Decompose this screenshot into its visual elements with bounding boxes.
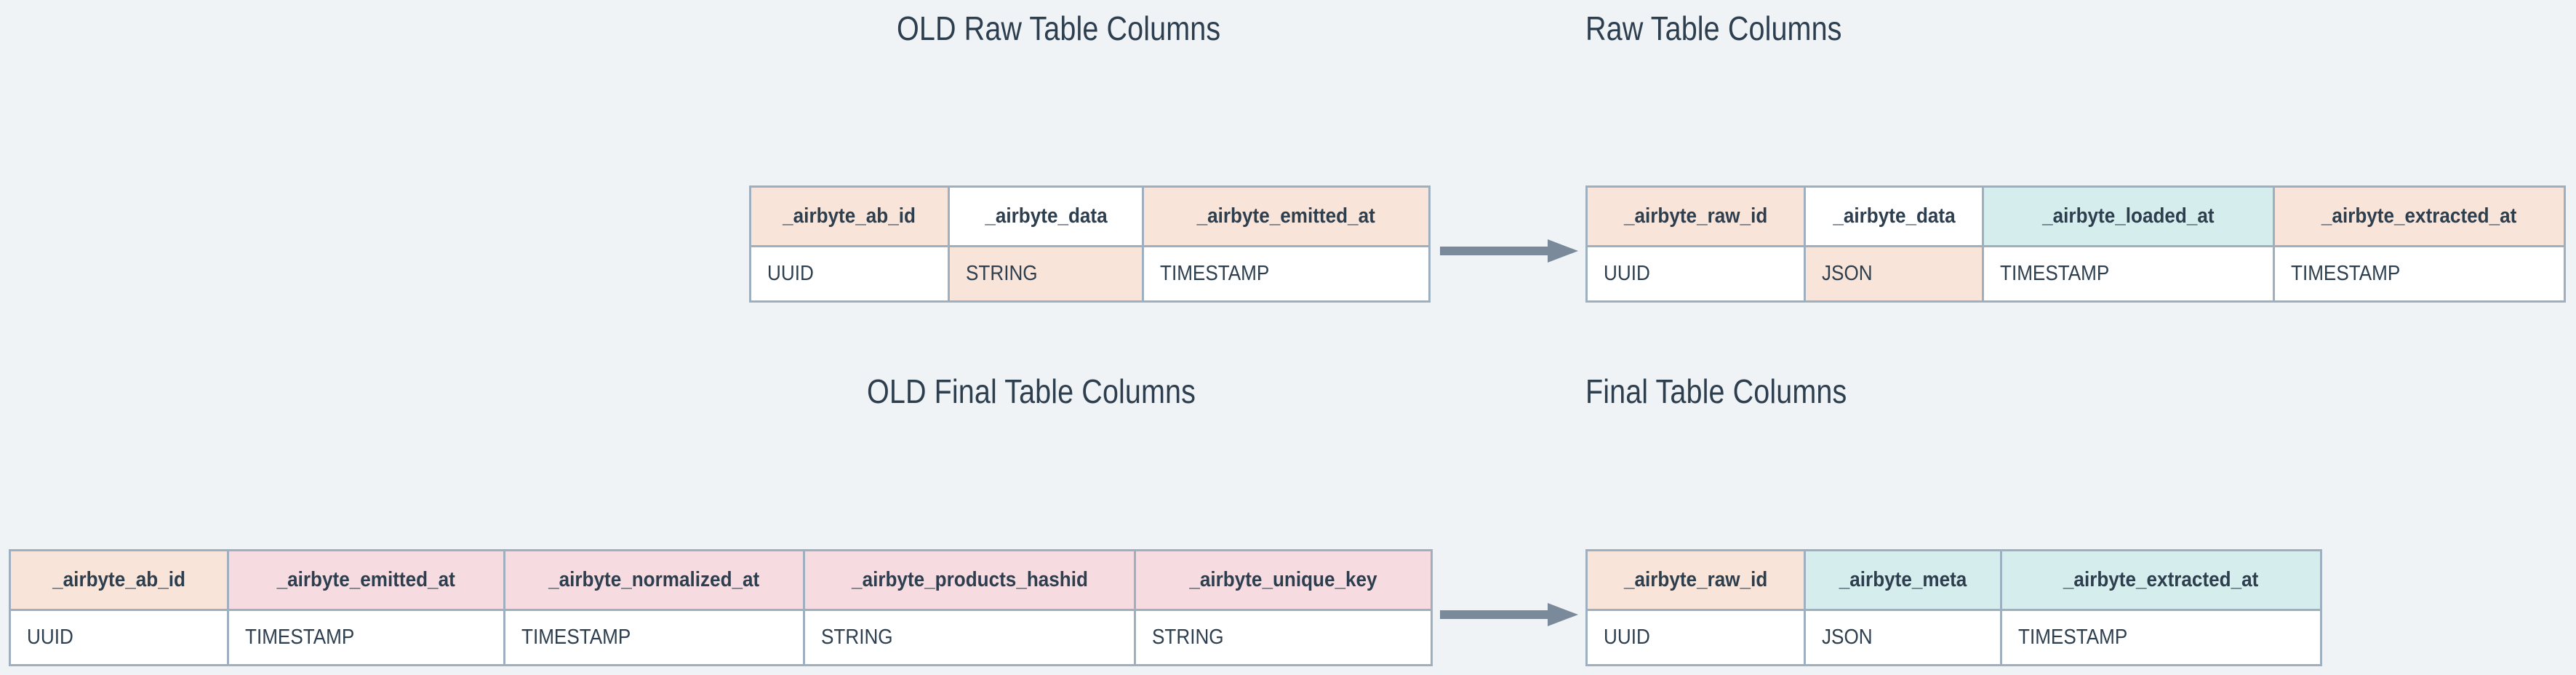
column-type-airbyte-emitted-at: TIMESTAMP — [227, 609, 505, 666]
column-header-airbyte-extracted-at: _airbyte_extracted_at — [2000, 549, 2322, 611]
column-header-label: _airbyte_raw_id — [1623, 204, 1768, 228]
column-header-label: _airbyte_raw_id — [1623, 568, 1768, 591]
column-header-label: _airbyte_products_hashid — [851, 568, 1088, 591]
column-type-label: UUID — [1604, 262, 1650, 285]
table-header-row: _airbyte_ab_id _airbyte_data _airbyte_emit… — [749, 185, 1431, 247]
column-header-airbyte-ab-id: _airbyte_ab_id — [9, 549, 229, 611]
column-type-airbyte-data: STRING — [948, 245, 1144, 303]
table-row: UUID JSON TIMESTAMP — [1585, 609, 2322, 666]
column-header-airbyte-emitted-at: _airbyte_emitted_at — [1142, 185, 1431, 247]
column-type-label: UUID — [767, 262, 814, 285]
column-type-airbyte-unique-key: STRING — [1134, 609, 1433, 666]
column-type-airbyte-ab-id: UUID — [9, 609, 229, 666]
old-final-table-title: OLD Final Table Columns — [867, 372, 1196, 410]
column-type-label: STRING — [1152, 626, 1224, 649]
column-type-label: JSON — [1822, 626, 1873, 649]
column-type-label: TIMESTAMP — [521, 626, 631, 649]
column-header-label: _airbyte_meta — [1839, 568, 1967, 591]
column-type-label: UUID — [1604, 626, 1650, 649]
column-type-label: TIMESTAMP — [2000, 262, 2110, 285]
column-header-label: _airbyte_loaded_at — [2042, 204, 2215, 228]
column-header-airbyte-ab-id: _airbyte_ab_id — [749, 185, 950, 247]
column-type-label: TIMESTAMP — [1160, 262, 1270, 285]
column-type-label: TIMESTAMP — [2018, 626, 2128, 649]
final-table-title: Final Table Columns — [1585, 372, 1847, 410]
column-type-airbyte-meta: JSON — [1804, 609, 2002, 666]
final-columns-table: _airbyte_raw_id _airbyte_meta _airbyte_ext… — [1585, 549, 2322, 666]
column-header-airbyte-raw-id: _airbyte_raw_id — [1585, 549, 1806, 611]
old-raw-columns-table: _airbyte_ab_id _airbyte_data _airbyte_emit… — [749, 185, 1431, 303]
column-header-airbyte-unique-key: _airbyte_unique_key — [1134, 549, 1433, 611]
final-transition-arrow — [1440, 600, 1578, 629]
column-header-airbyte-raw-id: _airbyte_raw_id — [1585, 185, 1806, 247]
column-type-airbyte-data: JSON — [1804, 245, 1984, 303]
column-type-label: STRING — [966, 262, 1038, 285]
column-header-airbyte-normalized-at: _airbyte_normalized_at — [503, 549, 805, 611]
column-header-label: _airbyte_normalized_at — [548, 568, 760, 591]
column-type-airbyte-raw-id: UUID — [1585, 245, 1806, 303]
column-type-airbyte-loaded-at: TIMESTAMP — [1982, 245, 2275, 303]
column-type-airbyte-products-hashid: STRING — [803, 609, 1136, 666]
column-type-airbyte-normalized-at: TIMESTAMP — [503, 609, 805, 666]
column-header-airbyte-loaded-at: _airbyte_loaded_at — [1982, 185, 2275, 247]
column-header-label: _airbyte_extracted_at — [2063, 568, 2259, 591]
column-header-label: _airbyte_extracted_at — [2321, 204, 2517, 228]
raw-table-title: Raw Table Columns — [1585, 9, 1842, 47]
table-header-row: _airbyte_raw_id _airbyte_meta _airbyte_ext… — [1585, 549, 2322, 611]
column-header-label: _airbyte_data — [1832, 204, 1956, 228]
column-header-label: _airbyte_data — [984, 204, 1108, 228]
old-final-columns-table: _airbyte_ab_id _airbyte_emitted_at _airbyt… — [9, 549, 1433, 666]
column-type-label: TIMESTAMP — [2291, 262, 2401, 285]
column-header-label: _airbyte_ab_id — [52, 568, 185, 591]
column-header-airbyte-emitted-at: _airbyte_emitted_at — [227, 549, 505, 611]
column-type-airbyte-raw-id: UUID — [1585, 609, 1806, 666]
table-header-row: _airbyte_ab_id _airbyte_emitted_at _airbyt… — [9, 549, 1433, 611]
table-header-row: _airbyte_raw_id _airbyte_data _airbyte_loa… — [1585, 185, 2566, 247]
table-row: UUID JSON TIMESTAMP TIMESTAMP — [1585, 245, 2566, 303]
column-header-airbyte-data: _airbyte_data — [1804, 185, 1984, 247]
column-type-airbyte-extracted-at: TIMESTAMP — [2000, 609, 2322, 666]
column-header-airbyte-data: _airbyte_data — [948, 185, 1144, 247]
column-type-label: UUID — [27, 626, 73, 649]
raw-columns-table: _airbyte_raw_id _airbyte_data _airbyte_loa… — [1585, 185, 2566, 303]
arrow-right-icon — [1440, 239, 1578, 263]
column-header-airbyte-meta: _airbyte_meta — [1804, 549, 2002, 611]
raw-transition-arrow — [1440, 236, 1578, 265]
column-type-airbyte-extracted-at: TIMESTAMP — [2273, 245, 2566, 303]
column-type-label: TIMESTAMP — [245, 626, 355, 649]
table-row: UUID STRING TIMESTAMP — [749, 245, 1431, 303]
column-header-label: _airbyte_ab_id — [783, 204, 916, 228]
column-type-airbyte-ab-id: UUID — [749, 245, 950, 303]
column-type-label: JSON — [1822, 262, 1873, 285]
column-header-label: _airbyte_unique_key — [1189, 568, 1377, 591]
column-header-airbyte-products-hashid: _airbyte_products_hashid — [803, 549, 1136, 611]
column-header-label: _airbyte_emitted_at — [276, 568, 456, 591]
column-header-airbyte-extracted-at: _airbyte_extracted_at — [2273, 185, 2566, 247]
column-type-label: STRING — [821, 626, 893, 649]
column-header-label: _airbyte_emitted_at — [1196, 204, 1376, 228]
arrow-right-icon — [1440, 603, 1578, 626]
old-raw-table-title: OLD Raw Table Columns — [897, 9, 1221, 47]
column-type-airbyte-emitted-at: TIMESTAMP — [1142, 245, 1431, 303]
table-row: UUID TIMESTAMP TIMESTAMP STRING STRING — [9, 609, 1433, 666]
